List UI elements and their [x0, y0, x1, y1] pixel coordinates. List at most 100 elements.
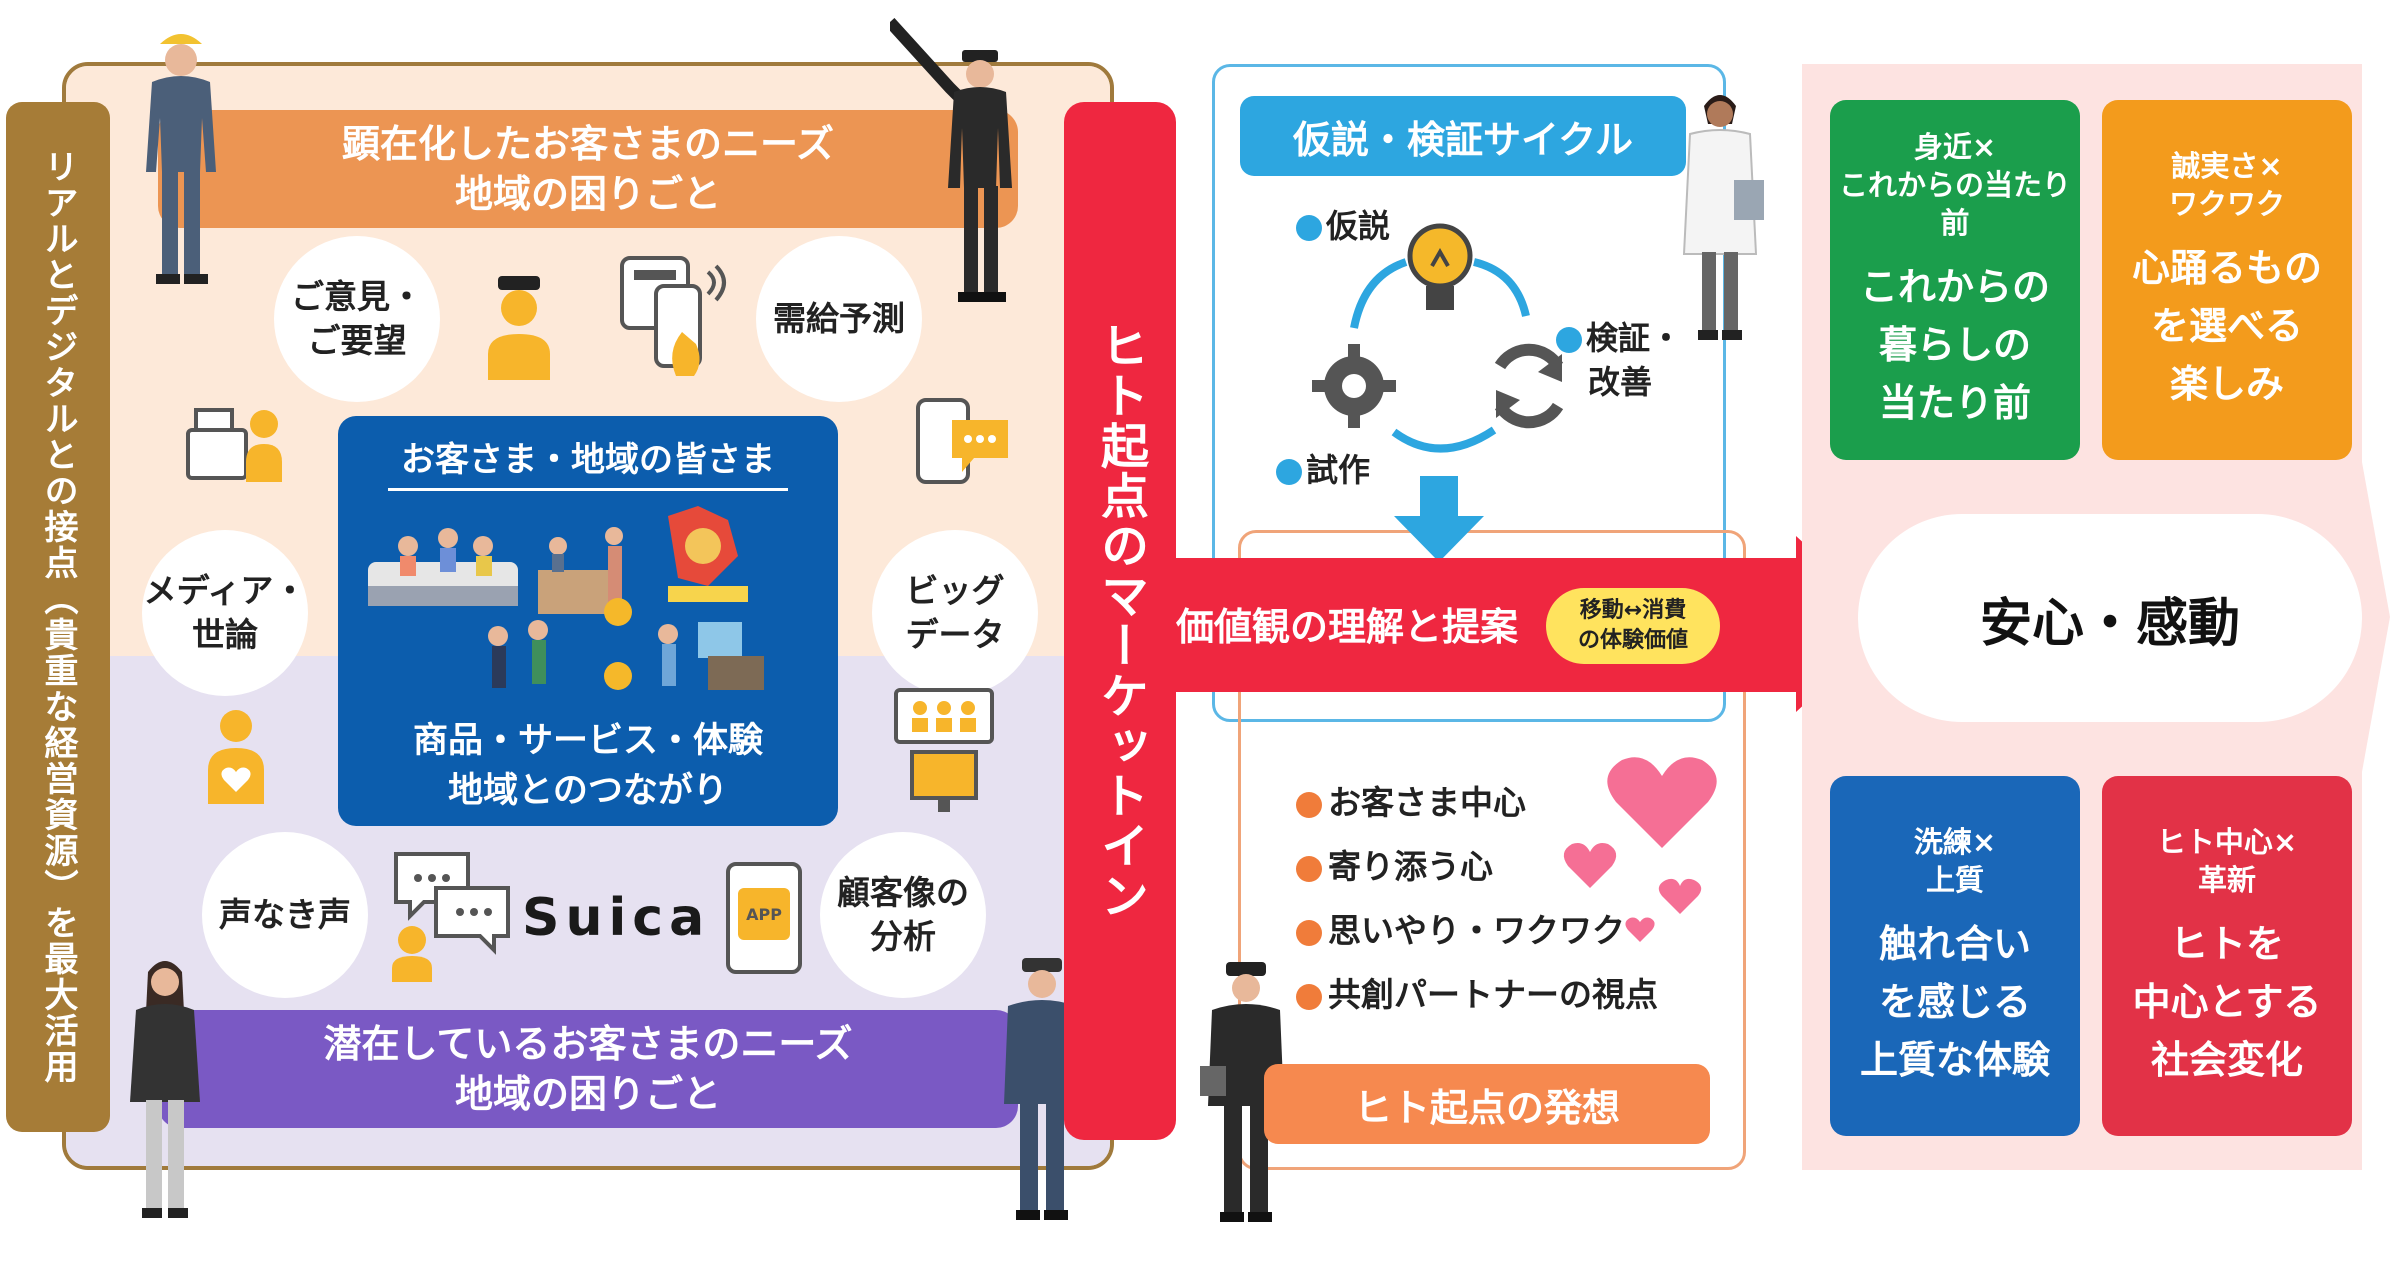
cycle-frame	[1212, 64, 1726, 722]
verify-dot	[1556, 327, 1582, 353]
value-card-main: 上質な体験	[1859, 1038, 2050, 1082]
mindset-item: 寄り添う心	[1296, 840, 1493, 888]
circle-persona-line2: 分析	[870, 917, 936, 956]
heart-icon	[1625, 917, 1655, 942]
heart-icon	[1658, 878, 1702, 914]
value-card-sub: 上質	[1925, 863, 1984, 897]
customers-region-title: お客さま・地域の皆さま	[401, 440, 775, 480]
cash-register-icon	[186, 408, 282, 482]
hypothesis-label: 仮説	[1326, 207, 1391, 245]
value-card-sub: 革新	[2197, 863, 2256, 897]
customers-region-bottom: 商品・サービス・体験 地域とのつながり	[338, 716, 838, 816]
circle-bigdata-line1: ビッグ	[905, 571, 1005, 610]
cycle-title: 仮説・検証サイクル	[1240, 96, 1686, 176]
value-arrow-text: 価値観の理解と提案	[1176, 605, 1519, 649]
touch-screen-icon	[620, 256, 726, 376]
circle-bigdata-line2: データ	[905, 615, 1005, 654]
badge-line2: の体験価値	[1577, 628, 1688, 653]
mindset-item-label: 寄り添う心	[1328, 847, 1493, 886]
cycle-prototype: 試作	[1276, 448, 1370, 492]
mindset-frame	[1238, 530, 1746, 1170]
audience-screen-icon	[894, 688, 994, 812]
speech-bubbles-icon	[392, 852, 510, 982]
circle-silent-voice: 声なき声	[202, 832, 368, 998]
circle-silent-label: 声なき声	[219, 895, 351, 934]
experience-value-badge: 移動↔消費の体験価値	[1546, 588, 1720, 664]
side-label: リアルとデジタルとの接点（貴重な経営資源）を最大活用	[38, 149, 78, 1085]
cycle-verify: 検証・ 改善	[1556, 316, 1682, 404]
peace-of-mind-label: 安心・感動	[1858, 514, 2362, 722]
circle-media-line1: メディア・	[143, 571, 307, 610]
station-staff-pointing-figure	[890, 18, 1012, 302]
value-card-sub: 誠実さ×	[2171, 149, 2283, 183]
mindset-item: 思いやり・ワクワク	[1296, 904, 1625, 952]
staff-icon	[488, 276, 550, 380]
mindset-item: お客さま中心	[1296, 776, 1526, 824]
woman-figure	[130, 961, 200, 1218]
customers-region-box: お客さま・地域の皆さま 商品・サービス・体験 地域とのつながり	[338, 416, 838, 826]
app-phone-icon: APP	[726, 862, 802, 974]
value-card-main: 社会変化	[2150, 1038, 2303, 1082]
value-card-sub: ヒト中心×	[2156, 825, 2298, 859]
customers-title-underline	[388, 488, 788, 491]
circle-demand: 需給予測	[756, 236, 922, 402]
value-card-sub: 身近×	[1913, 130, 1997, 164]
circle-media: メディア・世論	[142, 530, 308, 696]
circle-opinions: ご意見・ご要望	[274, 236, 440, 402]
value-card-main: 心踊るもの	[2131, 246, 2322, 290]
mindset-item-label: 共創パートナーの視点	[1328, 975, 1658, 1014]
heart-icon	[1563, 843, 1617, 888]
band-top-line1: 顕在化したお客さまのニーズ	[341, 122, 835, 166]
lightbulb-icon	[1407, 223, 1473, 310]
customer-scenes-illustration	[368, 506, 764, 690]
gear-icon	[1312, 344, 1396, 428]
circle-bigdata: ビッグデータ	[872, 530, 1038, 696]
market-in-pillar: ヒト起点のマーケットイン	[1064, 102, 1176, 1140]
station-staff-figure	[1004, 958, 1080, 1220]
mindset-item: 共創パートナーの視点	[1296, 968, 1658, 1016]
center-bottom-line2: 地域とのつながり	[448, 771, 728, 811]
badge-line1: 移動↔消費	[1579, 598, 1687, 623]
mindset-dot	[1296, 983, 1322, 1010]
mindset-dot	[1296, 919, 1322, 946]
circle-persona: 顧客像の分析	[820, 832, 986, 998]
verify-line2: 改善	[1588, 363, 1653, 401]
circle-opinions-line1: ご意見・	[291, 277, 423, 316]
circle-opinions-line2: ご要望	[307, 321, 407, 360]
heart-person-icon	[208, 710, 264, 804]
circle-demand-label: 需給予測	[773, 299, 905, 338]
hypothesis-cycle-graphic	[1312, 223, 1564, 453]
mindset-item-label: 思いやり・ワクワク	[1328, 911, 1625, 950]
band-bottom-line1: 潜在しているお客さまのニーズ	[323, 1022, 853, 1066]
value-card-sub: ワクワク	[2168, 187, 2285, 221]
down-arrow-icon	[1394, 476, 1484, 562]
app-phone-label: APP	[738, 888, 790, 940]
verify-line1: 検証・	[1586, 319, 1683, 357]
prototype-label: 試作	[1306, 451, 1371, 489]
circle-media-line2: 世論	[191, 615, 258, 654]
circle-persona-line1: 顧客像の	[837, 873, 969, 912]
value-card: 誠実さ×ワクワク 心踊るものを選べる楽しみ	[2102, 100, 2352, 460]
value-card-main: を選べる	[2150, 304, 2303, 348]
value-card-main: 触れ合い	[1878, 922, 2031, 966]
value-card-main: を感じる	[1878, 980, 2031, 1024]
value-card: ヒト中心×革新 ヒトを中心とする社会変化	[2102, 776, 2352, 1136]
refresh-icon	[1494, 343, 1564, 429]
mindset-dot	[1296, 791, 1322, 818]
value-card-main: これからの	[1859, 265, 2050, 309]
value-card-main: 暮らしの	[1878, 323, 2031, 367]
band-top-line2: 地域の困りごと	[454, 172, 721, 216]
value-card-sub: これからの当たり前	[1838, 168, 2071, 240]
heart-icon	[1607, 757, 1717, 848]
cycle-hypothesis: 仮説	[1296, 204, 1390, 248]
value-card: 洗練×上質 触れ合いを感じる上質な体験	[1830, 776, 2080, 1136]
prototype-dot	[1276, 459, 1302, 485]
latent-needs-band: 潜在しているお客さまのニーズ 地域の困りごと	[158, 1010, 1018, 1128]
mindset-dot	[1296, 855, 1322, 882]
band-bottom-line2: 地域の困りごと	[454, 1072, 721, 1116]
market-in-label: ヒト起点のマーケットイン	[1092, 321, 1148, 921]
chat-phone-icon	[916, 398, 1008, 484]
center-bottom-line1: 商品・サービス・体験	[412, 721, 763, 761]
hypothesis-dot	[1296, 215, 1322, 241]
researcher-figure	[1682, 95, 1764, 340]
